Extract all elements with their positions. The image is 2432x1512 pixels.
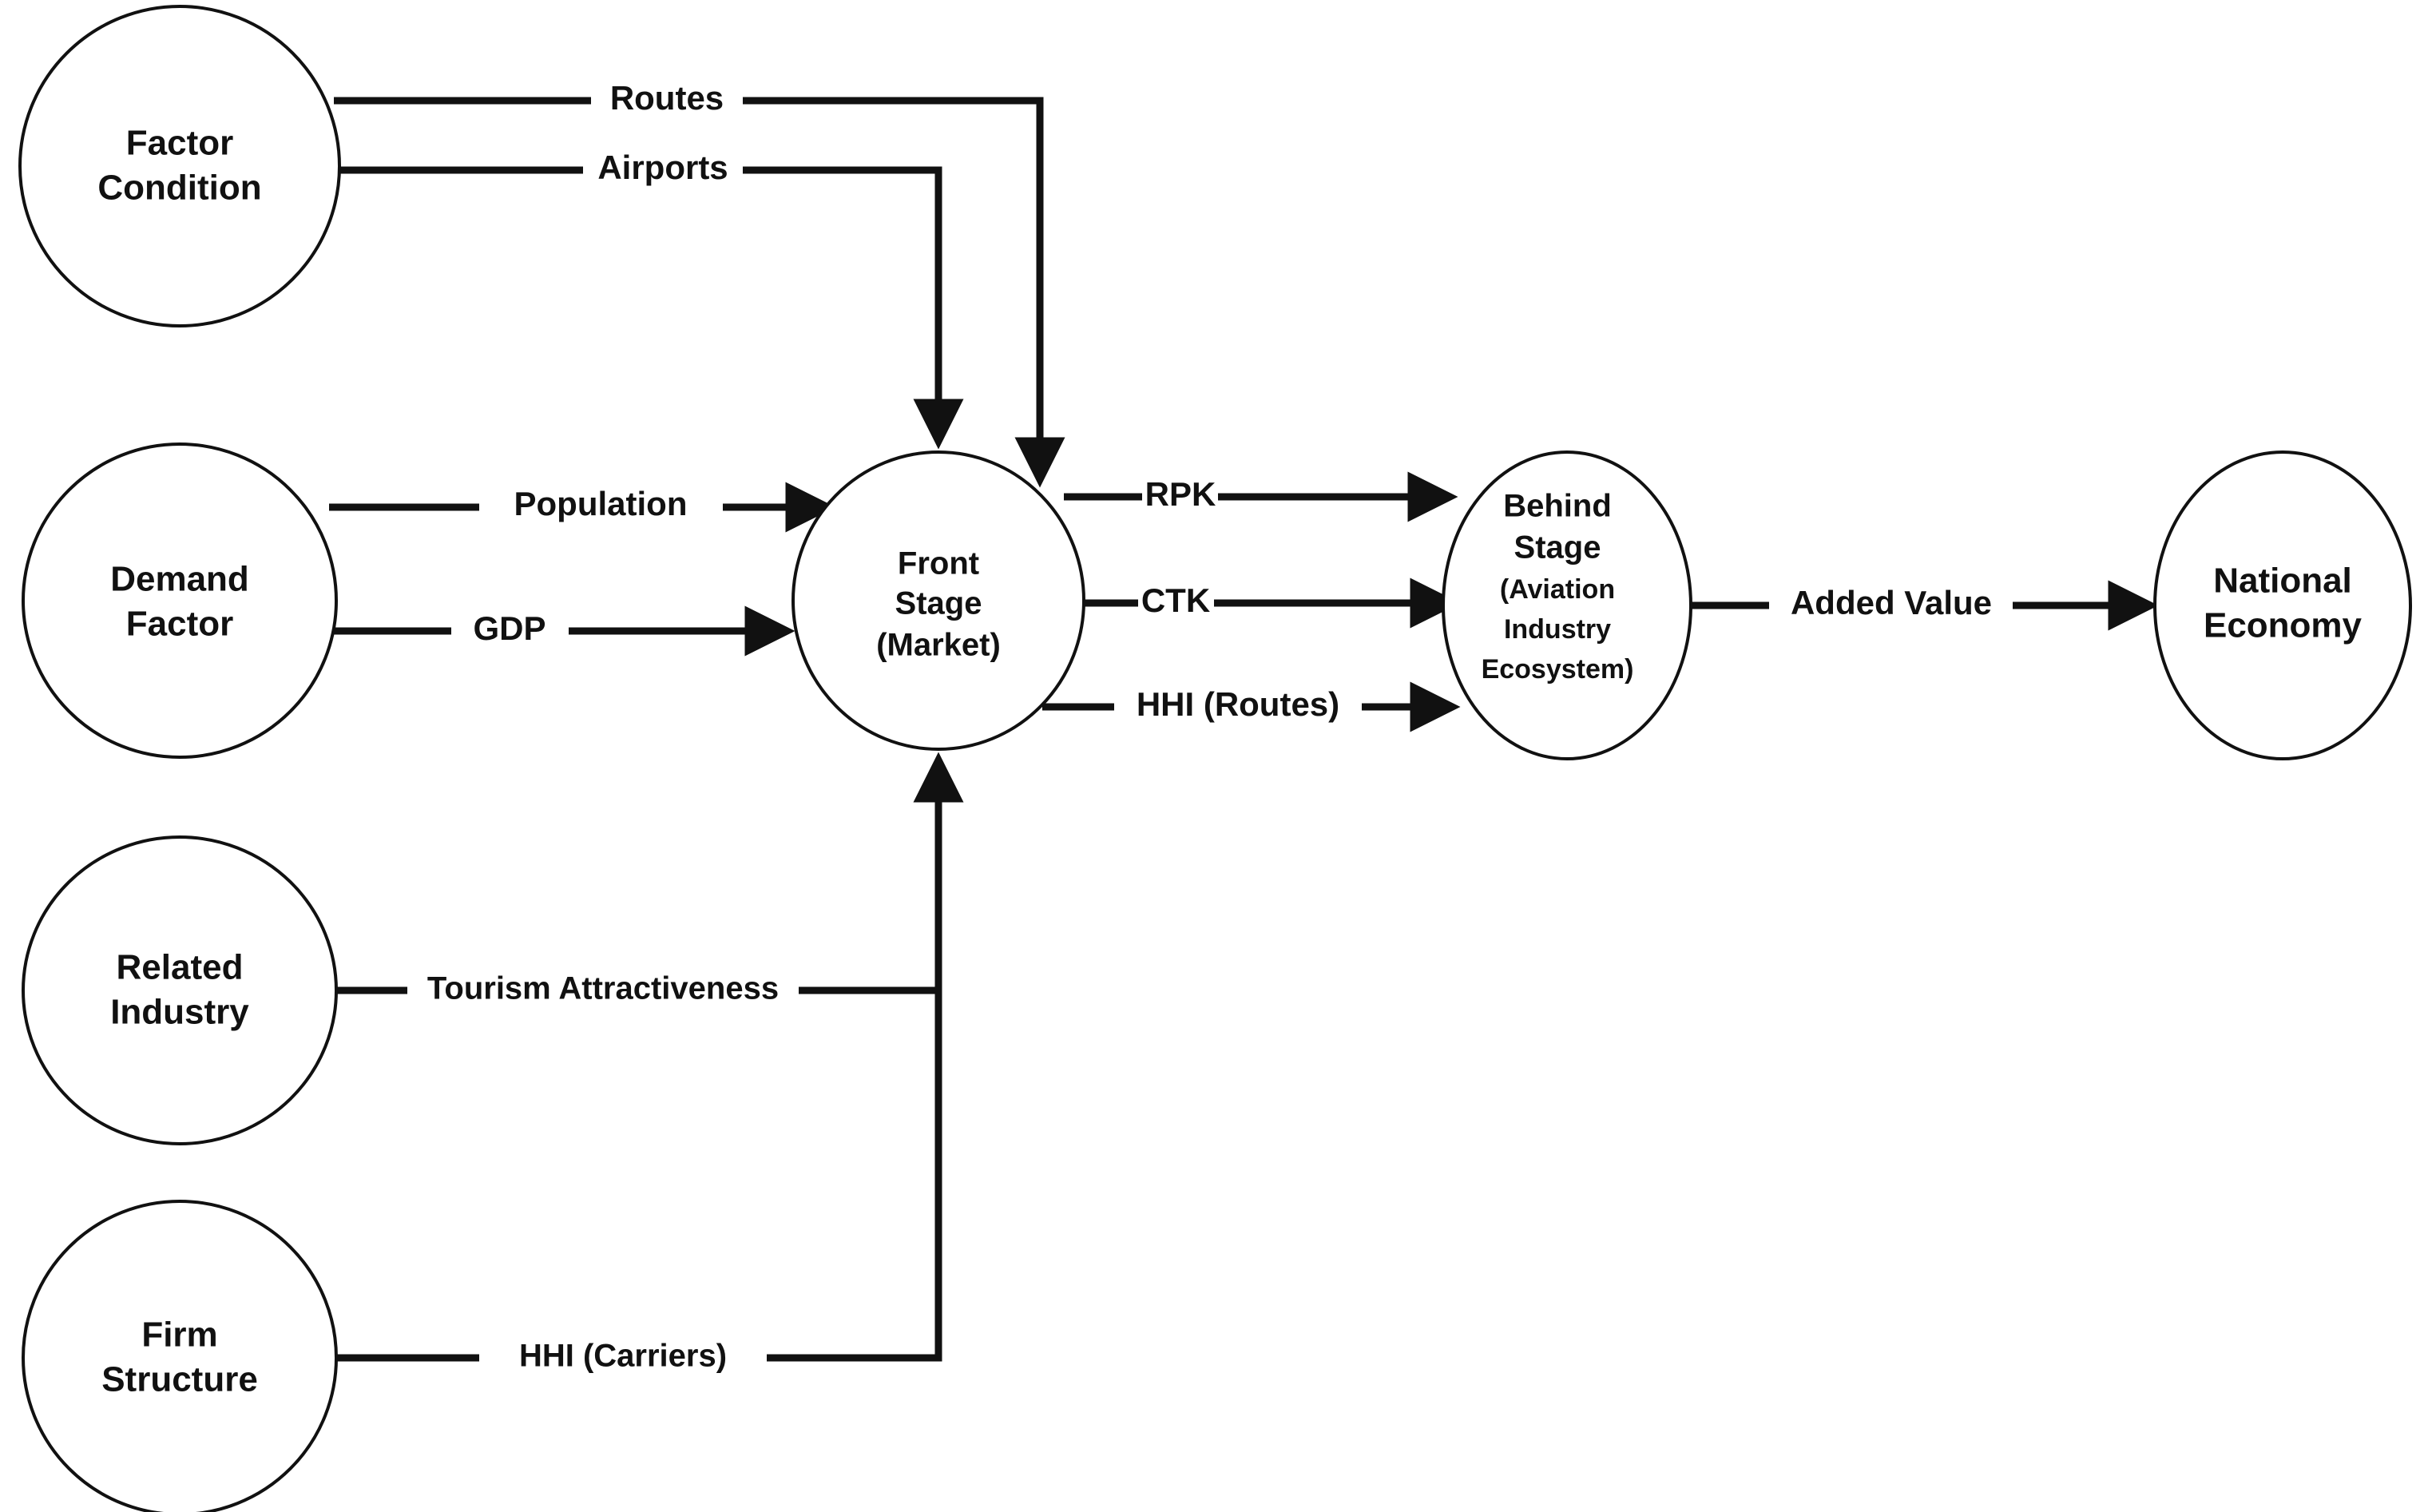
firm-structure-label-line-2: Structure [101, 1360, 258, 1399]
front-stage-label-line-3: (Market) [876, 628, 1001, 663]
node-national-economy[interactable]: National Economy [2153, 450, 2412, 760]
factor-condition-label-line-1: Factor [126, 124, 233, 163]
edge-label-gdp: GDP [473, 609, 546, 647]
edge-label-added-value: Added Value [1791, 584, 1992, 621]
firm-structure-label-line-1: Firm [141, 1316, 217, 1355]
node-demand-factor[interactable]: Demand Factor [22, 442, 338, 759]
edge-label-routes: Routes [610, 79, 724, 117]
demand-factor-label-line-2: Factor [126, 605, 233, 644]
node-front-stage[interactable]: Front Stage (Market) [791, 450, 1085, 751]
related-industry-label-line-2: Industry [110, 993, 249, 1032]
behind-stage-label-line-2: Stage [1514, 530, 1601, 566]
behind-stage-label-line-1: Behind [1503, 489, 1612, 524]
edge-label-rpk: RPK [1145, 475, 1216, 513]
edge-hhi-carriers [335, 752, 964, 1362]
factor-condition-label-line-2: Condition [97, 169, 261, 208]
firm-structure-shape[interactable] [22, 1200, 338, 1512]
behind-stage-label-line-4: Industry [1504, 614, 1611, 645]
edge-label-airports: Airports [597, 149, 728, 186]
edge-label-ctk: CTK [1141, 581, 1210, 619]
edge-label-tourism: Tourism Attractiveness [427, 971, 779, 1006]
national-economy-label-line-1: National [2213, 562, 2352, 601]
node-firm-structure[interactable]: Firm Structure [22, 1200, 338, 1512]
edge-airports [334, 166, 964, 450]
node-related-industry[interactable]: Related Industry [22, 835, 338, 1145]
edge-label-hhi-routes: HHI (Routes) [1137, 685, 1339, 723]
node-behind-stage[interactable]: Behind Stage (Aviation Industry Ecosyste… [1442, 450, 1692, 760]
demand-factor-shape[interactable] [22, 442, 338, 759]
national-economy-label-line-2: Economy [2204, 606, 2363, 645]
front-stage-label-line-1: Front [898, 546, 979, 581]
behind-stage-label-line-3: (Aviation [1500, 574, 1615, 605]
edge-label-population: Population [514, 485, 688, 522]
edge-label-hhi-carriers: HHI (Carriers) [519, 1339, 727, 1374]
factor-condition-shape[interactable] [18, 5, 341, 327]
behind-stage-shape[interactable] [1442, 450, 1692, 760]
related-industry-label-line-1: Related [117, 948, 244, 987]
behind-stage-label-line-5: Ecosystem) [1482, 654, 1634, 685]
node-factor-condition[interactable]: Factor Condition [18, 5, 341, 327]
edge-routes [334, 97, 1065, 488]
front-stage-shape[interactable] [791, 450, 1085, 751]
related-industry-shape[interactable] [22, 835, 338, 1145]
national-economy-shape[interactable] [2153, 450, 2412, 760]
demand-factor-label-line-1: Demand [110, 560, 249, 599]
front-stage-label-line-2: Stage [895, 586, 982, 621]
